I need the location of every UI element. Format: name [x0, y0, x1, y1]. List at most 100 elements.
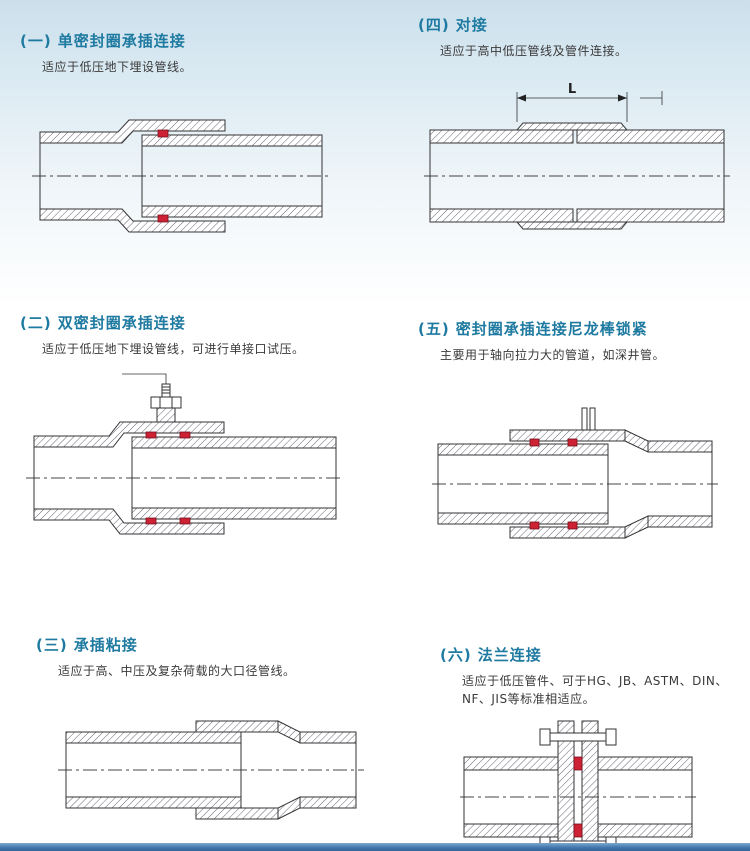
section-title: (四)对接 [418, 14, 748, 35]
section-description: 适应于高中低压管线及管件连接。 [440, 44, 628, 58]
dimension-arrow [517, 94, 526, 102]
left-pipe-top-wall [429, 129, 574, 144]
right-pipe-bottom-wall [597, 823, 693, 838]
section-title: (三) 承插粘接 [36, 634, 381, 655]
dimension-label-L: L [568, 82, 576, 97]
seal-ring [179, 517, 191, 525]
nylon-rod [589, 407, 596, 431]
socket-pipe-bottom-wall [39, 208, 226, 233]
section-socket-adhesive: (三) 承插粘接 适应于高、中压及复杂荷载的大口径管线。 [36, 634, 381, 833]
diagram-container: L [422, 72, 748, 240]
section-flange: (六) 法兰连接 适应于低压管件、可于HG、JB、ASTM、DIN、NF、JIS等… [440, 644, 745, 851]
diagram-single-seal-socket [32, 119, 328, 233]
section-double-seal-socket: (二) 双密封圈承插连接 适应于低压地下埋设管线，可进行单接口试压。 [20, 312, 385, 551]
bolt-shaft [549, 732, 607, 742]
section-number: (一) [20, 32, 52, 50]
seal-ring [179, 431, 191, 439]
flange-plate-right [581, 720, 599, 851]
section-description: 适应于高、中压及复杂荷载的大口径管线。 [58, 664, 296, 678]
section-title-text: 密封圈承插连接尼龙棒锁紧 [455, 320, 648, 338]
gasket [573, 756, 583, 771]
section-title-text: 单密封圈承插连接 [57, 32, 186, 50]
section-description: 主要用于轴向拉力大的管道，如深井管。 [440, 348, 666, 362]
socket-pipe-top-wall [33, 421, 225, 448]
seal-ring [567, 521, 578, 530]
diagram-container [458, 713, 745, 851]
coupling-bead-top [515, 122, 629, 131]
spigot-pipe-top-wall [131, 436, 337, 449]
nylon-rod [581, 407, 588, 431]
section-title-text: 承插粘接 [73, 636, 138, 654]
section-butt-joint: (四)对接 适应于高中低压管线及管件连接。 L [418, 14, 748, 240]
socket-bottom-wall [509, 526, 626, 539]
spigot-pipe-top-wall [141, 134, 323, 147]
right-pipe-bottom-wall [647, 515, 713, 528]
socket-taper-bottom [624, 515, 649, 539]
left-pipe-top-wall [463, 756, 559, 771]
socket-top-wall [195, 720, 279, 733]
section-title: (二) 双密封圈承插连接 [20, 312, 385, 333]
diagram-container [24, 366, 385, 551]
socket-bottom-wall [195, 807, 279, 820]
right-pipe-top-wall [576, 129, 725, 144]
section-number: (二) [20, 314, 52, 332]
diagram-double-seal-socket [26, 373, 342, 535]
socket-taper-top [624, 429, 649, 453]
spigot-pipe-bottom-wall [141, 205, 323, 218]
socket-taper-bottom [277, 796, 301, 820]
right-pipe-top-wall [597, 756, 693, 771]
gasket [573, 823, 583, 838]
test-port-leader-line [122, 373, 167, 384]
section-number: (三) [36, 636, 68, 654]
section-title-text: 法兰连接 [477, 646, 542, 664]
spigot-pipe-top-wall [65, 731, 242, 744]
section-title: (一) 单密封圈承插连接 [20, 30, 375, 51]
section-title: (五) 密封圈承插连接尼龙棒锁紧 [418, 318, 748, 339]
left-pipe-bottom-wall [463, 823, 559, 838]
bottom-accent-bar [0, 843, 750, 851]
spigot-pipe-bottom-wall [437, 512, 609, 525]
diagram-nylon-rod-lock [432, 407, 718, 539]
section-description: 适应于低压地下埋设管线。 [42, 60, 193, 74]
seal-ring [157, 129, 169, 138]
flange-plate-left [557, 720, 575, 851]
diagram-butt-joint: L [424, 82, 730, 230]
socket-pipe-top-wall [39, 119, 226, 144]
diagram-flange [460, 720, 696, 851]
socket-top-wall [509, 429, 626, 442]
dimension-arrow [618, 94, 627, 102]
right-pipe-top-wall [299, 731, 357, 744]
section-number: (六) [440, 646, 472, 664]
seal-ring [157, 214, 169, 223]
section-single-seal-socket: (一) 单密封圈承插连接 适应于低压地下埋设管线。 [20, 30, 375, 246]
seal-ring [145, 517, 157, 525]
seal-ring [145, 431, 157, 439]
spigot-pipe-top-wall [437, 443, 609, 456]
socket-taper-top [277, 720, 301, 744]
section-title-text: 双密封圈承插连接 [57, 314, 186, 332]
coupling-bead-bottom [515, 221, 629, 230]
left-pipe-bottom-wall [429, 208, 574, 223]
bolt-head [539, 728, 551, 746]
section-description: 适应于低压管件、可于HG、JB、ASTM、DIN、NF、JIS等标准相适应。 [462, 674, 728, 706]
socket-pipe-bottom-wall [33, 508, 225, 535]
diagram-socket-adhesive [58, 720, 364, 820]
section-nylon-rod-lock: (五) 密封圈承插连接尼龙棒锁紧 主要用于轴向拉力大的管道，如深井管。 [418, 318, 748, 550]
section-description: 适应于低压地下埋设管线，可进行单接口试压。 [42, 342, 305, 356]
right-pipe-bottom-wall [299, 796, 357, 809]
seal-ring [567, 438, 578, 447]
section-number: (五) [418, 320, 450, 338]
test-port-hex-cap [150, 396, 182, 409]
diagram-container [30, 106, 375, 246]
section-title: (六) 法兰连接 [440, 644, 745, 665]
section-title-text: 对接 [455, 16, 488, 34]
diagram-container [56, 708, 381, 833]
bolt-nut [605, 728, 617, 746]
test-port-boss [156, 407, 176, 423]
diagram-container [430, 400, 748, 550]
seal-ring [529, 438, 540, 447]
right-pipe-bottom-wall [576, 208, 725, 223]
spigot-pipe-bottom-wall [65, 796, 242, 809]
right-pipe-top-wall [647, 440, 713, 453]
